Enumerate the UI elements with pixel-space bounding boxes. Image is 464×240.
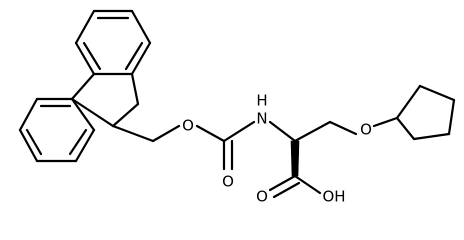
acid-hydroxyl-label: OH xyxy=(322,188,345,206)
bond-ring-b-double-3 xyxy=(68,128,88,156)
chemical-structure-drawing: O O H N O O OH xyxy=(18,9,456,206)
bond-five-ring-4 xyxy=(70,97,115,128)
bond-acid-o-2 xyxy=(272,181,301,199)
bond-ring-a-double-2 xyxy=(124,41,144,71)
structure-canvas: O O H N O O OH xyxy=(18,9,456,206)
bond-ring-a-double-3 xyxy=(82,41,102,71)
ether-oxygen-fmoc-label: O xyxy=(182,117,194,135)
bond-carbonyl-nitrogen xyxy=(222,120,256,143)
ether-oxygen-side-label: O xyxy=(360,121,372,139)
amide-nitrogen-label: N xyxy=(256,110,267,128)
bond-cyclopentyl-2 xyxy=(418,84,456,102)
bond-ring-b-5 xyxy=(74,128,96,163)
cyclopentyl-ring xyxy=(395,84,456,141)
bond-ring-a-3 xyxy=(130,41,152,76)
bond-alpha-side-chain xyxy=(293,120,332,143)
bond-acid-oh xyxy=(293,174,322,195)
carbonyl-oxygen-label: O xyxy=(222,173,234,191)
bond-side-oxygen-ring xyxy=(372,116,399,128)
bond-cyclopentyl-4 xyxy=(412,132,451,141)
bond-ring-b-2 xyxy=(18,97,39,132)
bond-ring-a-6 xyxy=(74,9,96,45)
bond-ch2-oxygen xyxy=(151,124,181,143)
acid-group xyxy=(268,140,322,199)
bond-cyclopentyl-1 xyxy=(395,84,422,120)
atom-labels: O O H N O O OH xyxy=(182,92,372,206)
bond-side-chain-oxygen xyxy=(328,120,358,136)
bond-ring-a-5 xyxy=(74,41,96,76)
stereo-wedge xyxy=(290,140,300,177)
amide-hydrogen-label: H xyxy=(256,92,267,110)
bond-nitrogen-alpha xyxy=(268,120,297,143)
bond-five-ring-2 xyxy=(130,72,140,106)
bond-ring-b-double-2 xyxy=(25,128,43,156)
bond-acid-o-1 xyxy=(268,174,297,192)
fluorene-group xyxy=(18,9,152,163)
linker-chain xyxy=(111,116,399,171)
bond-cyclopentyl-5 xyxy=(395,116,416,141)
bond-oxygen-carbonyl xyxy=(195,124,226,143)
bond-cyclopentyl-3 xyxy=(447,98,456,136)
fluorene-lower-ring xyxy=(18,97,96,163)
fluorene-top-ring xyxy=(74,9,152,76)
bond-ring-a-2 xyxy=(130,9,152,45)
fluorene-five-ring xyxy=(70,72,140,128)
bond-ring-b-3 xyxy=(18,128,39,163)
bond-ch2-fluorene xyxy=(111,124,155,143)
bond-five-ring-3 xyxy=(111,102,140,128)
acid-oxygen-label: O xyxy=(256,188,268,206)
bond-five-ring-1 xyxy=(70,72,96,101)
bond-ring-b-6 xyxy=(70,97,96,132)
